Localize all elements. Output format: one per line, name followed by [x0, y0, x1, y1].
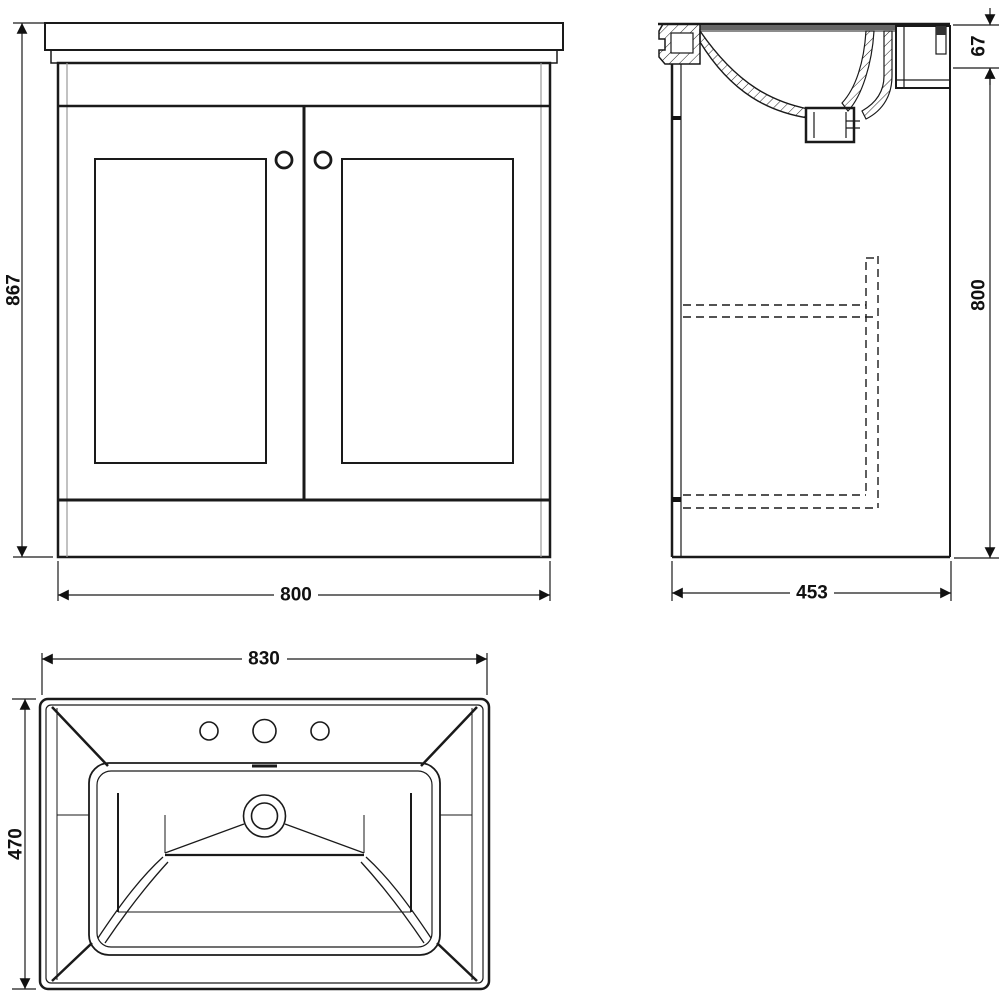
plan-view: 830 470: [6, 648, 491, 991]
bowl-crease-diagonals: [164, 823, 365, 854]
rim-section-strip: [700, 25, 896, 30]
plan-depth-label: 470: [6, 828, 27, 860]
front-joint-tick-top: [672, 116, 681, 120]
label-mask: [242, 648, 287, 669]
left-door-knob: [274, 150, 294, 170]
corner-slope-lines: [51, 706, 478, 982]
bottom-right-slope-curves: [360, 856, 432, 944]
side-panel-inner-lines: [66, 63, 542, 557]
tap-hole-left: [199, 721, 219, 741]
left-door-panel: [94, 158, 267, 464]
tap-hole-right: [310, 721, 330, 741]
label-mask: [790, 582, 834, 603]
plan-depth-dimension: 470: [6, 698, 36, 990]
cabinet-carcass: [56, 61, 552, 559]
side-basin-height-label: 67: [969, 35, 990, 56]
side-basin-height-dimension: 67: [953, 8, 999, 85]
front-joint-tick-bottom: [672, 497, 681, 502]
tap-deck-block: [895, 25, 951, 89]
hidden-shelf-lines: [683, 256, 879, 509]
basin-inner-rim: [45, 704, 484, 984]
front-view: 867 800: [4, 22, 564, 606]
bowl-collar-band: [96, 770, 433, 948]
front-height-label: 867: [4, 274, 25, 306]
right-door-knob: [313, 150, 333, 170]
tap-hole-center: [252, 718, 277, 744]
drain-inner-lines: [813, 112, 860, 138]
plan-width-dimension: 830: [41, 648, 488, 695]
front-lip-channel: [670, 32, 694, 54]
drain-spigot: [804, 106, 856, 144]
worktop-lower-band: [50, 49, 558, 64]
side-depth-dimension: 453: [671, 561, 952, 604]
front-width-label: 800: [280, 585, 312, 606]
bowl-base-side-edges: [117, 793, 412, 912]
tap-deck-inner-lines: [896, 26, 950, 88]
side-cabinet-height-label: 800: [969, 279, 990, 311]
bottom-left-slope-curves: [97, 856, 169, 944]
overflow-outer: [242, 794, 287, 838]
overflow-channel-section: [841, 30, 875, 112]
right-door-panel: [341, 158, 514, 464]
bowl-collar-outer: [88, 762, 441, 956]
front-width-dimension: 800: [57, 561, 551, 606]
basin-outer-edge: [38, 697, 491, 991]
overflow-inner: [250, 802, 279, 830]
tap-deck-slot-fill: [936, 26, 946, 35]
front-height-dimension: 867: [4, 22, 53, 558]
back-wall-section: [861, 30, 893, 120]
bowl-wall-section: [699, 28, 809, 119]
side-cabinet-height-dimension: 800: [954, 68, 999, 559]
side-depth-label: 453: [796, 583, 828, 604]
worktop-top-slab: [44, 22, 564, 51]
bowl-crease-verticals: [164, 815, 365, 853]
plan-width-label: 830: [248, 649, 280, 670]
side-view: 67 800 453: [658, 8, 999, 604]
label-mask: [274, 584, 318, 605]
deck-opening-edges: [56, 708, 473, 980]
